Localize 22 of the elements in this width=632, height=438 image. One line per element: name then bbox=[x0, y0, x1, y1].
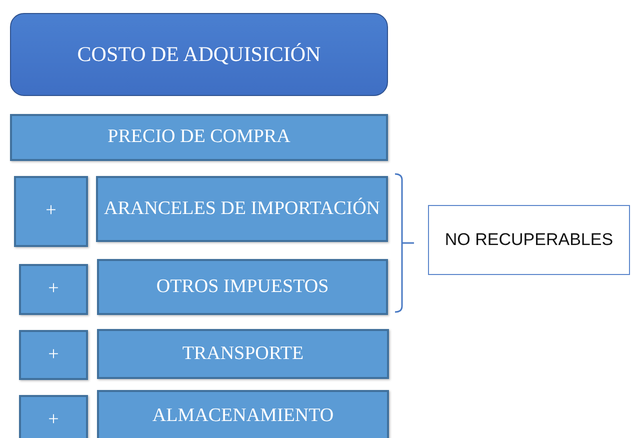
box-label: + bbox=[47, 408, 60, 432]
cost-box bbox=[19, 395, 88, 438]
box-label: + bbox=[44, 200, 58, 223]
box-label: NO RECUPERABLES bbox=[444, 228, 614, 251]
box-label: + bbox=[47, 344, 60, 366]
box-label: TRANSPORTE bbox=[181, 342, 305, 366]
note-box bbox=[428, 205, 630, 275]
box-label: ARANCELES DE IMPORTACIÓN bbox=[103, 198, 382, 220]
cost-box bbox=[14, 176, 88, 247]
box-label: ALMACENAMIENTO bbox=[151, 404, 335, 428]
box-label: + bbox=[47, 278, 60, 301]
cost-box bbox=[97, 329, 389, 379]
box-label: PRECIO DE COMPRA bbox=[106, 126, 292, 149]
cost-box bbox=[97, 259, 388, 315]
cost-box bbox=[19, 264, 88, 315]
cost-box bbox=[10, 114, 388, 161]
cost-box bbox=[19, 330, 88, 380]
box-label: COSTO DE ADQUISICIÓN bbox=[76, 42, 322, 67]
box-label: OTROS IMPUESTOS bbox=[155, 276, 330, 298]
title-box bbox=[10, 13, 388, 96]
cost-box bbox=[97, 390, 389, 438]
cost-box bbox=[96, 176, 388, 242]
